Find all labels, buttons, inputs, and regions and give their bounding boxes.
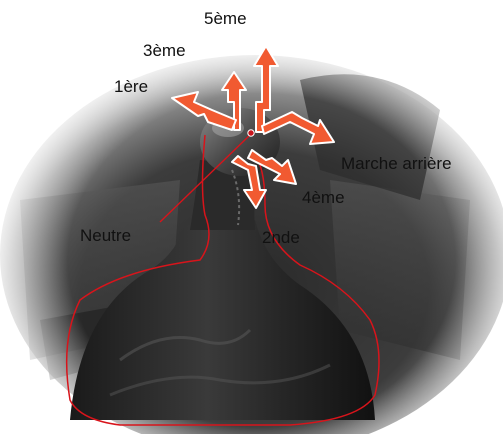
label-second-gear: 2nde [262,228,300,247]
label-third-gear: 3ème [143,41,186,60]
label-neutral: Neutre [80,226,131,245]
neutral-dot [248,130,254,136]
label-fourth-gear: 4ème [302,188,345,207]
label-fifth-gear: 5ème [204,9,247,28]
label-first-gear: 1ère [114,77,148,96]
label-reverse-gear: Marche arrière [341,154,452,173]
